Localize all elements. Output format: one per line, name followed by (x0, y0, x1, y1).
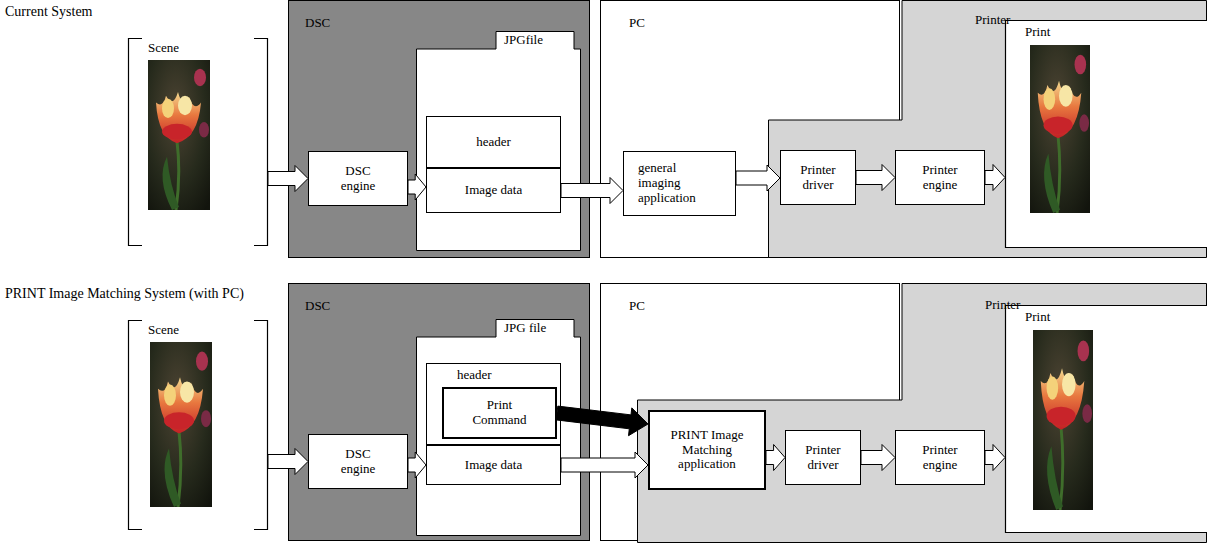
tulip-photo (1030, 45, 1090, 213)
command-box: Print Command (442, 387, 557, 439)
data-box: Image data (426, 445, 561, 485)
label-slot: PRINT Image Matching System (with PC) (5, 286, 244, 302)
label-slot: Current System (5, 4, 93, 20)
region-label: Scene (148, 323, 179, 338)
header-box: headerPrint Command (426, 363, 561, 445)
section-heading: Current System (5, 4, 93, 20)
data-box: Image data (426, 168, 561, 213)
device-region: PrinterPrinter driver Printer engine Print (768, 0, 1207, 258)
process-box: Printer engine (895, 430, 985, 485)
box-label: Image data (465, 183, 522, 198)
region-label: JPG file (504, 321, 546, 336)
file-box: JPGfile headerImage data (416, 31, 581, 251)
bracket-line (129, 39, 268, 246)
frame-line (1006, 306, 1207, 533)
region-label: DSC (305, 299, 330, 314)
box-label: Printer driver (793, 443, 853, 473)
tulip-photo (148, 60, 210, 210)
header-box: header (426, 116, 561, 168)
file-outline (417, 320, 581, 536)
region-label: Print (1025, 310, 1050, 325)
tulip-photo (150, 342, 212, 507)
box-label: header (476, 135, 511, 150)
process-box: Printer driver (780, 150, 856, 205)
box-label: general imaging application (638, 161, 718, 206)
process-box: general imaging application (623, 151, 736, 216)
device-region: PrinterPRINT Image Matching application P… (637, 283, 1207, 543)
box-label: PRINT Image Matching application (663, 428, 751, 473)
box-label: DSC engine (333, 447, 383, 477)
region-label: Print (1025, 25, 1050, 40)
region-label: DSC (305, 16, 330, 31)
tulip-photo (1033, 330, 1093, 510)
region-outline (769, 1, 1207, 258)
device-region: DSC DSC engine JPG file headerPrint Command… (288, 283, 590, 541)
process-box: Printer engine (895, 150, 985, 205)
region-label: JPGfile (504, 33, 543, 48)
device-region: DSC DSC engine JPGfile headerImage data (288, 0, 590, 258)
box-label: Printer driver (788, 163, 848, 193)
process-box: PRINT Image Matching application (648, 410, 766, 490)
frame-line (1006, 21, 1207, 248)
region-label: Printer (985, 298, 1020, 313)
box-label: Printer engine (910, 443, 970, 473)
process-box: DSC engine (308, 151, 408, 206)
region-label: Printer (975, 13, 1010, 28)
process-box: Printer driver (785, 430, 861, 485)
box-label: Print Command (467, 398, 532, 428)
bracket-line (129, 321, 268, 530)
region-label: PC (629, 299, 645, 314)
box-label: Printer engine (910, 163, 970, 193)
box-label: Image data (465, 458, 522, 473)
region-label: Scene (148, 41, 179, 56)
file-box: JPG file headerPrint CommandImage data (416, 319, 581, 536)
region-label: header (457, 368, 492, 383)
region-outline (638, 284, 1207, 543)
file-outline (417, 32, 581, 251)
box-label: DSC engine (333, 164, 383, 194)
region-label: PC (629, 16, 645, 31)
process-box: DSC engine (308, 434, 408, 489)
section-heading: PRINT Image Matching System (with PC) (5, 286, 244, 302)
